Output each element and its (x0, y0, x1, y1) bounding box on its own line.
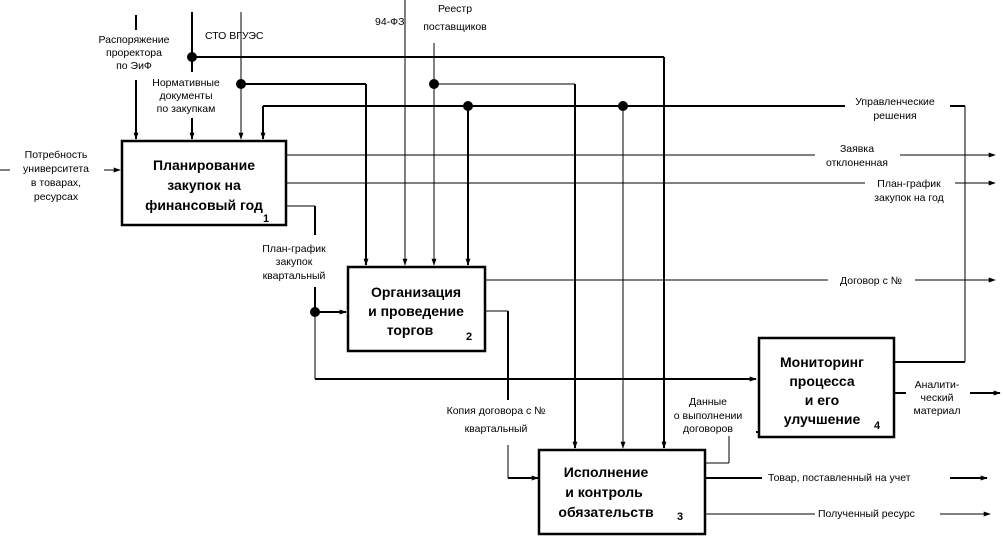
svg-text:Управленческие: Управленческие (855, 96, 935, 108)
box-title-line: Мониторинг (780, 354, 864, 370)
box-title-line: процесса (789, 373, 855, 389)
box-title-line: финансовый год (145, 197, 263, 213)
box-title-line: Организация (371, 284, 461, 300)
label-mgmt-decisions: Управленческие решения (855, 96, 935, 122)
box-title-line: Планирование (153, 157, 255, 173)
svg-text:документы: документы (159, 90, 212, 102)
box-tenders[interactable]: Организация и проведение торгов 2 (346, 265, 487, 353)
svg-text:квартальный: квартальный (465, 423, 528, 435)
box-title-line: обязательств (558, 504, 654, 520)
label-exec-data: Данные о выполнении договоров (674, 396, 743, 435)
svg-text:Реестр: Реестр (438, 3, 472, 15)
svg-text:по закупкам: по закупкам (157, 103, 216, 115)
box-title-line: улучшение (784, 411, 861, 427)
box-execution[interactable]: Исполнение и контроль обязательств 3 (537, 448, 707, 536)
box-number: 1 (263, 213, 269, 225)
label-need: Потребность университета в товарах, ресу… (23, 149, 89, 203)
label-normative: Нормативные документы по закупкам (152, 77, 220, 115)
svg-text:Потребность: Потребность (25, 149, 88, 161)
label-rejected: Заявка отклоненная (826, 143, 888, 169)
junction-dot (187, 52, 197, 62)
svg-text:в товарах,: в товарах, (31, 177, 81, 189)
svg-text:Аналити-: Аналити- (915, 379, 960, 391)
arrow-exec-data (706, 431, 762, 464)
svg-text:План-график: План-график (877, 178, 941, 190)
svg-text:Нормативные: Нормативные (152, 77, 220, 89)
box-number: 4 (874, 420, 881, 432)
svg-text:договоров: договоров (683, 423, 733, 435)
junction-dot (463, 101, 473, 111)
svg-text:План-график: План-график (262, 243, 326, 255)
arrow-mgmt-decisions (260, 101, 966, 449)
box-planning[interactable]: Планирование закупок на финансовый год 1 (120, 139, 288, 227)
label-sto: СТО ВГУЭС (205, 30, 264, 42)
box-monitoring[interactable]: Мониторинг процесса и его улучшение 4 (757, 336, 896, 439)
label-resource: Полученный ресурс (818, 508, 915, 520)
junction-dot (618, 101, 628, 111)
svg-text:университета: университета (23, 163, 89, 175)
label-order: Распоряжение проректора по ЭиФ (98, 34, 169, 72)
junction-dot (236, 79, 246, 89)
label-contract-copy: Копия договора с № квартальный (447, 405, 546, 435)
arrow-contract-copy (486, 310, 539, 481)
svg-text:отклоненная: отклоненная (826, 157, 888, 169)
svg-text:Копия договора с №: Копия договора с № (447, 405, 546, 417)
box-title-line: и проведение (368, 303, 464, 319)
svg-text:материал: материал (913, 405, 960, 417)
svg-text:поставщиков: поставщиков (423, 21, 487, 33)
svg-text:ресурсах: ресурсах (34, 191, 79, 203)
svg-text:квартальный: квартальный (263, 270, 326, 282)
junction-dot (429, 79, 439, 89)
box-number: 3 (677, 511, 683, 523)
junction-dot (310, 307, 320, 317)
box-title-line: Исполнение (564, 464, 649, 480)
box-title-line: и его (805, 392, 839, 408)
arrow-registry (429, 43, 578, 449)
label-analytics: Аналити- ческий материал (913, 379, 960, 417)
box-title-line: торгов (387, 322, 434, 338)
arrow-normative (187, 12, 667, 449)
svg-text:Данные: Данные (689, 396, 727, 408)
arrow-plan-quarter (286, 205, 757, 382)
box-title-line: и контроль (565, 484, 643, 500)
label-law: 94-ФЗ (375, 16, 405, 28)
svg-text:по ЭиФ: по ЭиФ (116, 60, 152, 72)
label-contract: Договор с № (840, 275, 902, 287)
svg-text:проректора: проректора (106, 47, 162, 59)
svg-text:ческий: ческий (921, 392, 954, 404)
box-title-line: закупок на (167, 177, 241, 193)
svg-text:закупок на год: закупок на год (874, 192, 944, 204)
label-goods: Товар, поставленный на учет (768, 472, 911, 484)
svg-text:о выполнении: о выполнении (674, 410, 743, 422)
label-registry: Реестр поставщиков (423, 3, 487, 33)
svg-text:закупок: закупок (276, 256, 313, 268)
box-number: 2 (466, 331, 472, 343)
svg-text:решения: решения (873, 110, 916, 122)
arrow-sto (236, 12, 369, 266)
svg-text:Распоряжение: Распоряжение (98, 34, 169, 46)
label-plan-quarter: План-график закупок квартальный (262, 243, 326, 282)
svg-text:Заявка: Заявка (840, 143, 874, 155)
label-plan-year: План-график закупок на год (874, 178, 944, 204)
